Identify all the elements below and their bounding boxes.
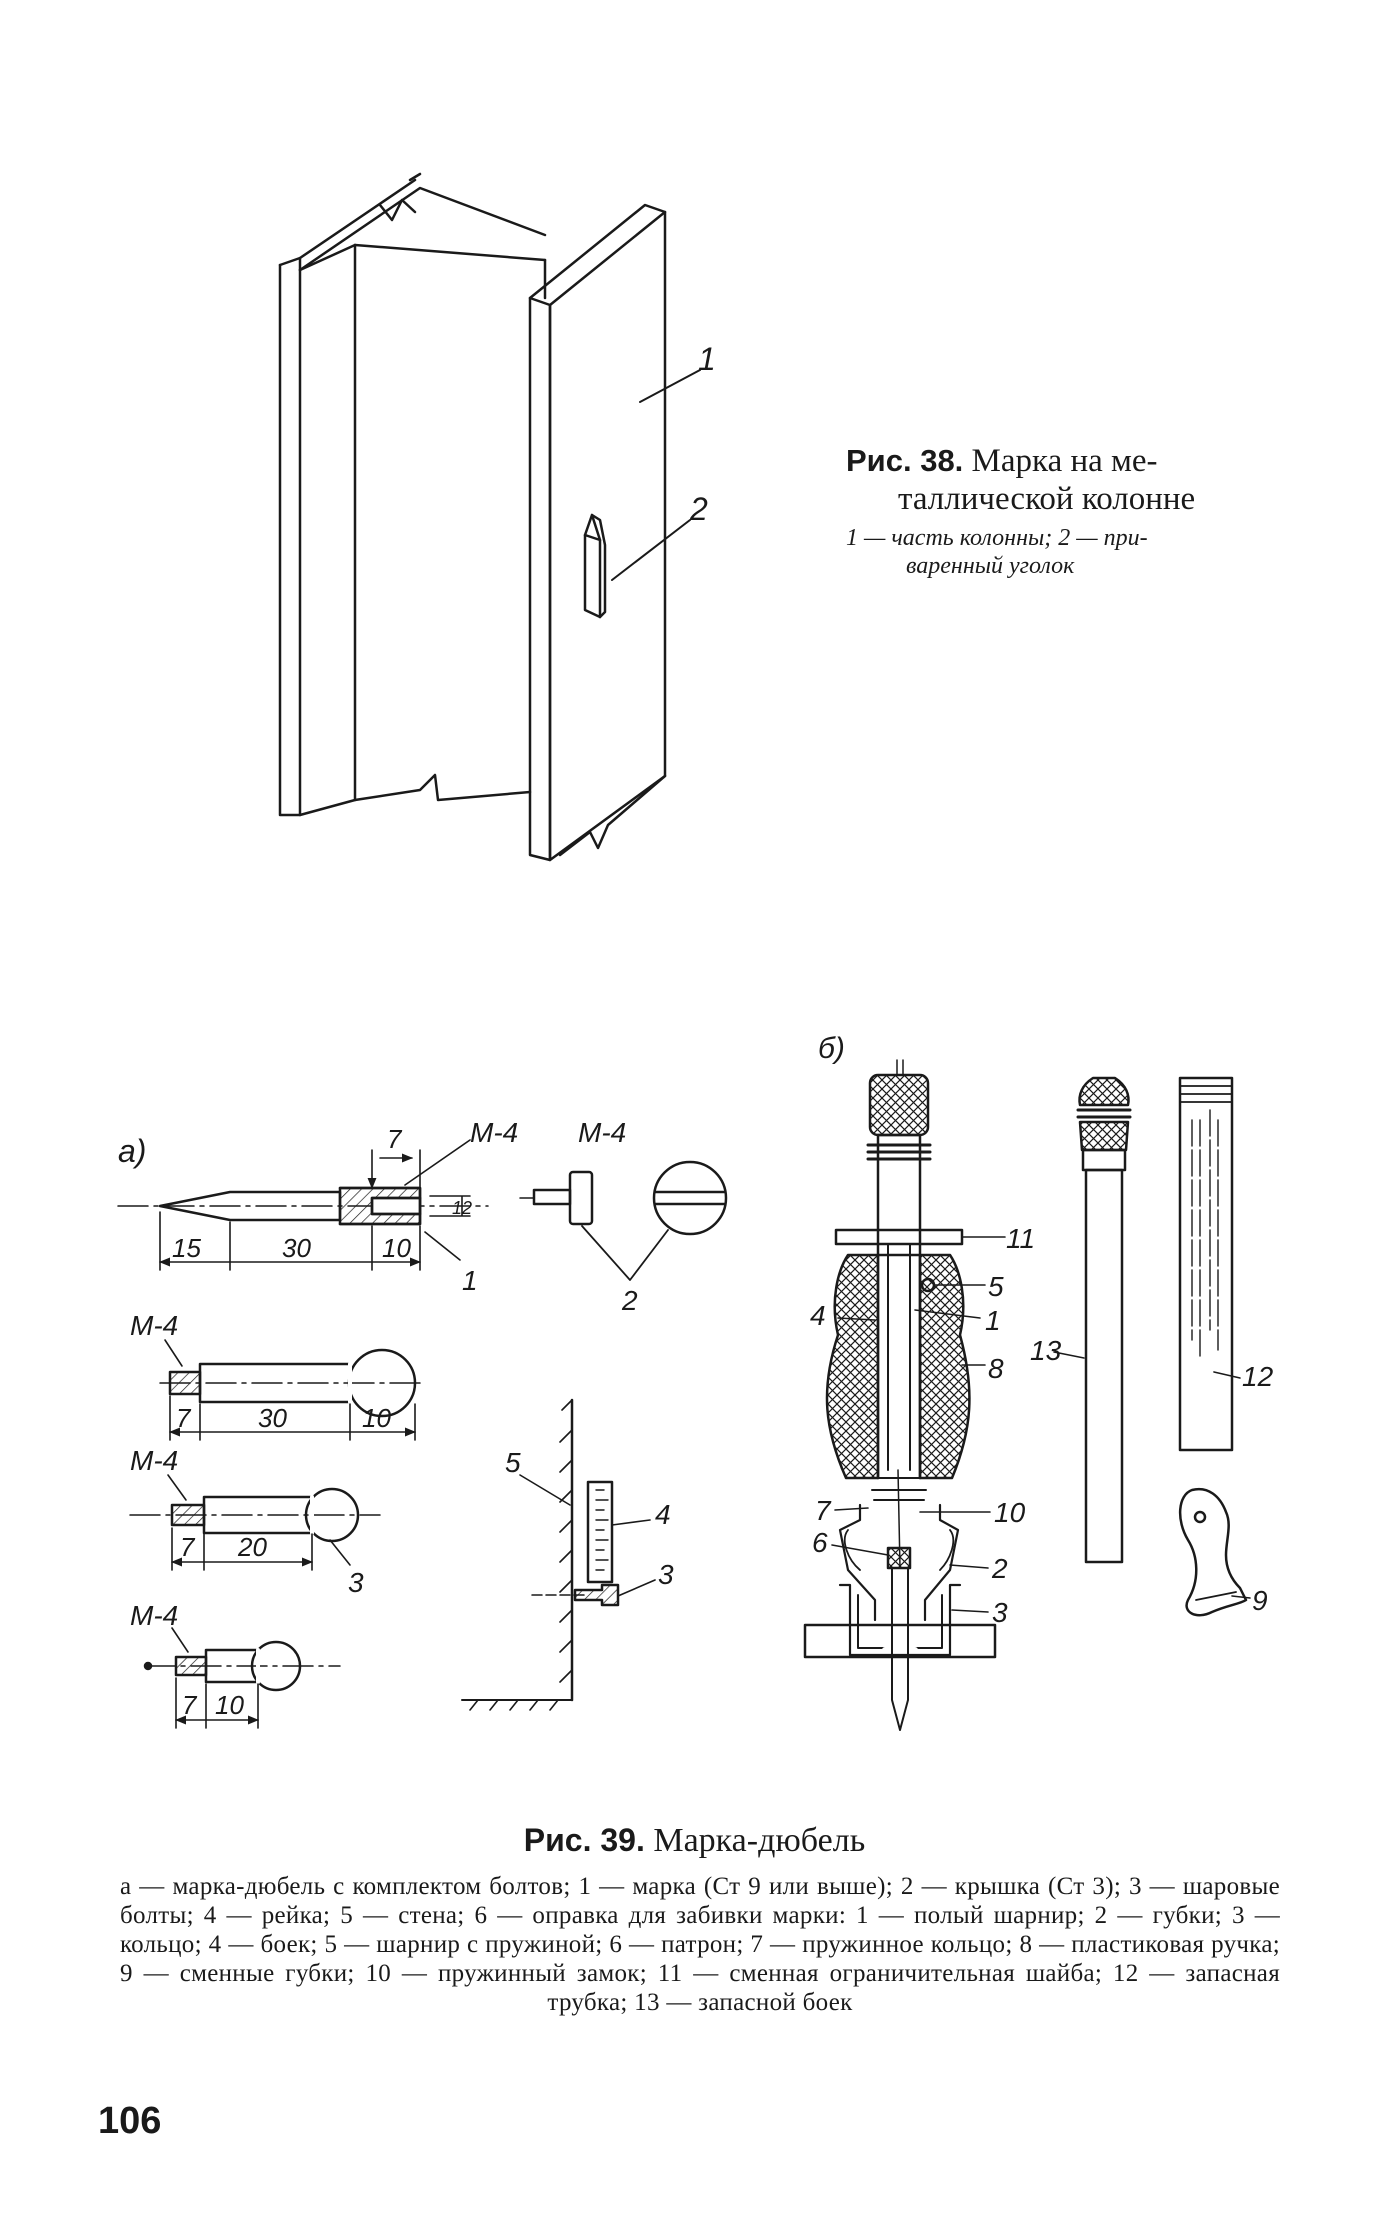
cover-drawing bbox=[520, 1162, 726, 1280]
spare-tube-drawing bbox=[1180, 1078, 1240, 1450]
label-b-8: 8 bbox=[988, 1353, 1004, 1384]
tool-leaders bbox=[832, 1237, 1005, 1612]
ball-bolt-small-drawing bbox=[145, 1628, 340, 1728]
label-part-1: 1 bbox=[462, 1265, 478, 1296]
label-b-6: 6 bbox=[812, 1527, 828, 1558]
label-b-9: 9 bbox=[1252, 1585, 1268, 1616]
fig39-caption-title-text: Марка-дюбель bbox=[653, 1822, 866, 1859]
dim-30: 30 bbox=[282, 1233, 311, 1263]
dim-12: 12 bbox=[452, 1198, 472, 1218]
driving-tool-drawing bbox=[805, 1060, 995, 1730]
label-b-5: 5 bbox=[988, 1271, 1004, 1302]
label-part-3-wall: 3 bbox=[658, 1559, 674, 1590]
ball-bolt-medium-drawing bbox=[130, 1475, 380, 1570]
label-b-3: 3 bbox=[992, 1597, 1008, 1628]
thread-label-marker: М-4 bbox=[470, 1117, 518, 1148]
thread-label-bolt1: М-4 bbox=[130, 1310, 178, 1341]
dim-bolt3-7: 7 bbox=[182, 1690, 198, 1720]
label-b-10: 10 bbox=[994, 1497, 1026, 1528]
panel-a-letter: а) bbox=[118, 1133, 146, 1169]
replaceable-jaws-drawing bbox=[1180, 1489, 1250, 1615]
page-number: 106 bbox=[98, 2100, 162, 2142]
figure-38-caption: Рис. 38. Марка на ме- таллической колонн… bbox=[846, 442, 1286, 580]
fig38-label-2: 2 bbox=[689, 491, 708, 527]
dim-15: 15 bbox=[172, 1233, 201, 1263]
panel-b-letter: б) bbox=[818, 1032, 845, 1065]
label-b-2: 2 bbox=[991, 1553, 1008, 1584]
label-b-4: 4 bbox=[810, 1300, 826, 1331]
marker-dowel-drawing bbox=[118, 1188, 488, 1224]
label-part-4: 4 bbox=[655, 1499, 671, 1530]
fig38-legend-line1: 1 — часть колонны; 2 — при- bbox=[846, 525, 1148, 551]
dim-bolt2-20: 20 bbox=[237, 1532, 267, 1562]
ball-bolt-large-drawing bbox=[160, 1340, 425, 1440]
label-b-11: 11 bbox=[1006, 1223, 1035, 1254]
dim-bolt1-7: 7 bbox=[176, 1403, 192, 1433]
label-b-13: 13 bbox=[1030, 1335, 1062, 1366]
label-part-3: 3 bbox=[348, 1567, 364, 1598]
dim-bolt3-10: 10 bbox=[215, 1690, 244, 1720]
label-b-7: 7 bbox=[815, 1495, 832, 1526]
dim-bolt1-10: 10 bbox=[362, 1403, 391, 1433]
fig38-caption-legend: 1 — часть колонны; 2 — при- варенный уго… bbox=[846, 524, 1286, 580]
thread-label-cover: М-4 bbox=[578, 1117, 626, 1148]
fig38-legend-line2: варенный уголок bbox=[906, 553, 1075, 579]
thread-label-bolt3: М-4 bbox=[130, 1600, 178, 1631]
fig38-label-1: 1 bbox=[698, 341, 716, 377]
figure-39-caption-title: Рис. 39. Марка-дюбель bbox=[0, 1822, 1389, 1860]
welded-angle-drawing bbox=[585, 515, 605, 617]
dim-7: 7 bbox=[387, 1124, 403, 1154]
fig39-caption-prefix: Рис. 39. bbox=[523, 1822, 645, 1858]
dim-bolt1-30: 30 bbox=[258, 1403, 287, 1433]
thread-label-bolt2: М-4 bbox=[130, 1445, 178, 1476]
figure-39-caption-body: а — марка-дюбель с комплектом болтов; 1 … bbox=[120, 1873, 1280, 2016]
label-part-5: 5 bbox=[505, 1447, 521, 1478]
spare-striker-drawing bbox=[1054, 1078, 1130, 1562]
fig38-caption-title-line2: таллической колонне bbox=[898, 481, 1196, 517]
label-b-1: 1 bbox=[985, 1305, 1001, 1336]
wall-rail-drawing bbox=[462, 1400, 655, 1710]
fig38-caption-title-line1: Марка на ме- bbox=[971, 443, 1158, 479]
dim-10: 10 bbox=[382, 1233, 411, 1263]
marker-dimensions bbox=[158, 1140, 470, 1270]
label-b-12: 12 bbox=[1242, 1361, 1274, 1392]
column-drawing bbox=[280, 174, 665, 860]
dim-bolt2-7: 7 bbox=[180, 1532, 196, 1562]
fig38-caption-prefix: Рис. 38. bbox=[846, 443, 964, 478]
label-part-2: 2 bbox=[621, 1285, 638, 1316]
